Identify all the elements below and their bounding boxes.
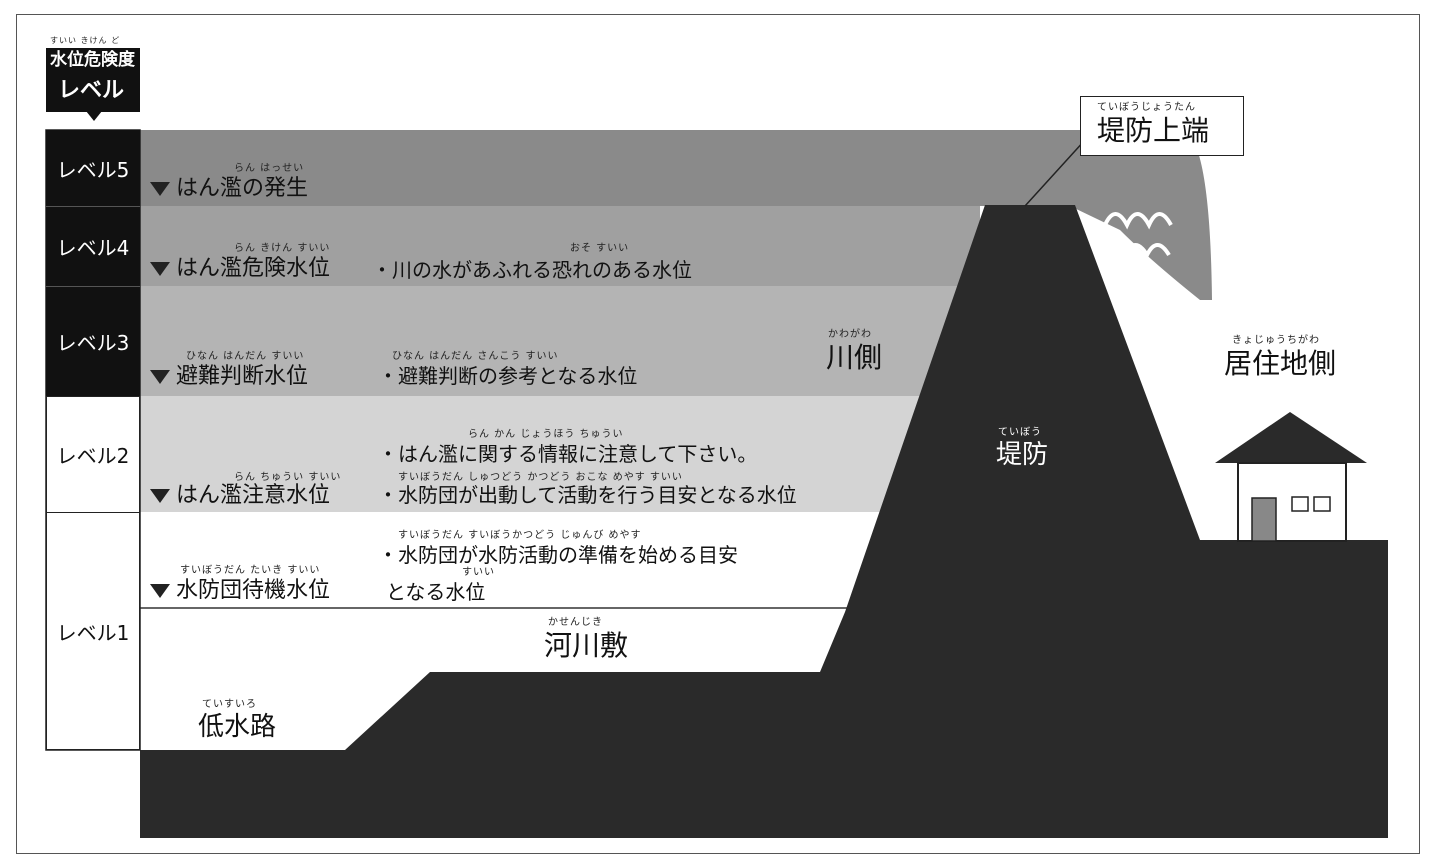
dike-top-pointer [1024, 139, 1086, 207]
level-2-label: レベル2 [46, 396, 140, 512]
header-box: 水位危険度 レベル [46, 48, 140, 112]
teisuiro-ruby: ていすいろ [202, 699, 257, 710]
l4-ruby: らん きけん すいい [234, 243, 331, 254]
l1-text: 水防団待機水位 [176, 578, 331, 603]
house-window-left [1291, 496, 1309, 512]
house-door [1251, 497, 1277, 542]
house-window-right [1313, 496, 1331, 512]
dike-top-box: ていぼうじょうたん 堤防上端 [1080, 96, 1244, 156]
l1-marker: 水防団待機水位 [150, 580, 330, 602]
l3-marker: 避難判断水位 [150, 366, 308, 388]
l2-desc2: ・水防団が出動して活動を行う目安となる水位 [378, 483, 797, 507]
l5-ruby: らん はっせい [234, 163, 305, 174]
header-subtitle: レベル [58, 78, 125, 103]
teibou-label: 堤防 [996, 440, 1049, 470]
kasenjiki-ruby: かせんじき [548, 617, 603, 628]
level-4-label: レベル4 [46, 206, 140, 286]
l2-desc1-ruby: らん かん じょうほう ちゅうい [468, 429, 624, 440]
kyojuchi-label: 居住地側 [1224, 347, 1337, 380]
header-arrow-icon [86, 111, 102, 121]
water-level-triangle-icon [150, 182, 170, 196]
teibou-top-label: 堤防上端 [1097, 114, 1210, 147]
water-level-triangle-icon [150, 370, 170, 384]
water-level-triangle-icon [150, 489, 170, 503]
header-ruby: すいい きけん ど [50, 36, 121, 45]
l2-desc1: ・はん濫に関する情報に注意して下さい。 [378, 442, 758, 466]
l2-marker: はん濫注意水位 [150, 485, 330, 507]
ground-profile [140, 205, 1388, 838]
l4-desc-ruby: おそ すいい [570, 243, 630, 254]
l3-desc-ruby: ひなん はんだん さんこう すいい [392, 351, 559, 362]
water-level-triangle-icon [150, 262, 170, 276]
kawagawa-label: 川側 [826, 341, 883, 374]
l4-marker: はん濫危険水位 [150, 258, 330, 280]
l4-desc: ・川の水があふれる恐れのある水位 [372, 258, 692, 282]
l3-ruby: ひなん はんだん すいい [186, 351, 305, 362]
band-level2 [140, 396, 930, 512]
l5-text: はん濫の発生 [176, 176, 309, 201]
level-3-label: レベル3 [46, 286, 140, 396]
teibou-top-ruby: ていぼうじょうたん [1097, 102, 1196, 113]
l3-text: 避難判断水位 [176, 364, 309, 389]
house-roof [1215, 412, 1367, 463]
outer-frame [16, 14, 1420, 854]
level-5-label: レベル5 [46, 130, 140, 206]
band-level5 [140, 130, 1070, 206]
teisuiro-label: 低水路 [198, 712, 277, 742]
water-level-triangle-icon [150, 584, 170, 598]
l1-desc1-ruby: すいぼうだん すいぼうかつどう じゅんび めやす [398, 530, 642, 541]
kawagawa-ruby: かわがわ [828, 329, 872, 340]
l2-desc2-ruby: すいぼうだん しゅつどう かつどう おこな めやす すいい [398, 472, 683, 483]
header-title: 水位危険度 [50, 50, 135, 70]
kyojuchi-ruby: きょじゅうちがわ [1232, 335, 1320, 346]
kasenjiki-label: 河川敷 [544, 629, 629, 662]
l3-desc: ・避難判断の参考となる水位 [378, 364, 638, 388]
l1-desc1: ・水防団が水防活動の準備を始める目安 [378, 543, 738, 567]
l5-marker: はん濫の発生 [150, 178, 308, 200]
wave-curls-icon [1103, 212, 1173, 260]
band-level3 [140, 286, 960, 396]
l1-ruby: すいぼうだん たいき すいい [180, 565, 321, 576]
l1-desc2: となる水位 [386, 580, 486, 604]
teibou-ruby: ていぼう [998, 427, 1042, 438]
l4-text: はん濫危険水位 [176, 256, 331, 281]
level-1-label: レベル1 [46, 512, 140, 750]
l1-desc2-ruby: すいい [462, 567, 495, 578]
l2-text: はん濫注意水位 [176, 483, 331, 508]
band-level4 [140, 206, 980, 286]
l2-ruby: らん ちゅうい すいい [234, 472, 342, 483]
